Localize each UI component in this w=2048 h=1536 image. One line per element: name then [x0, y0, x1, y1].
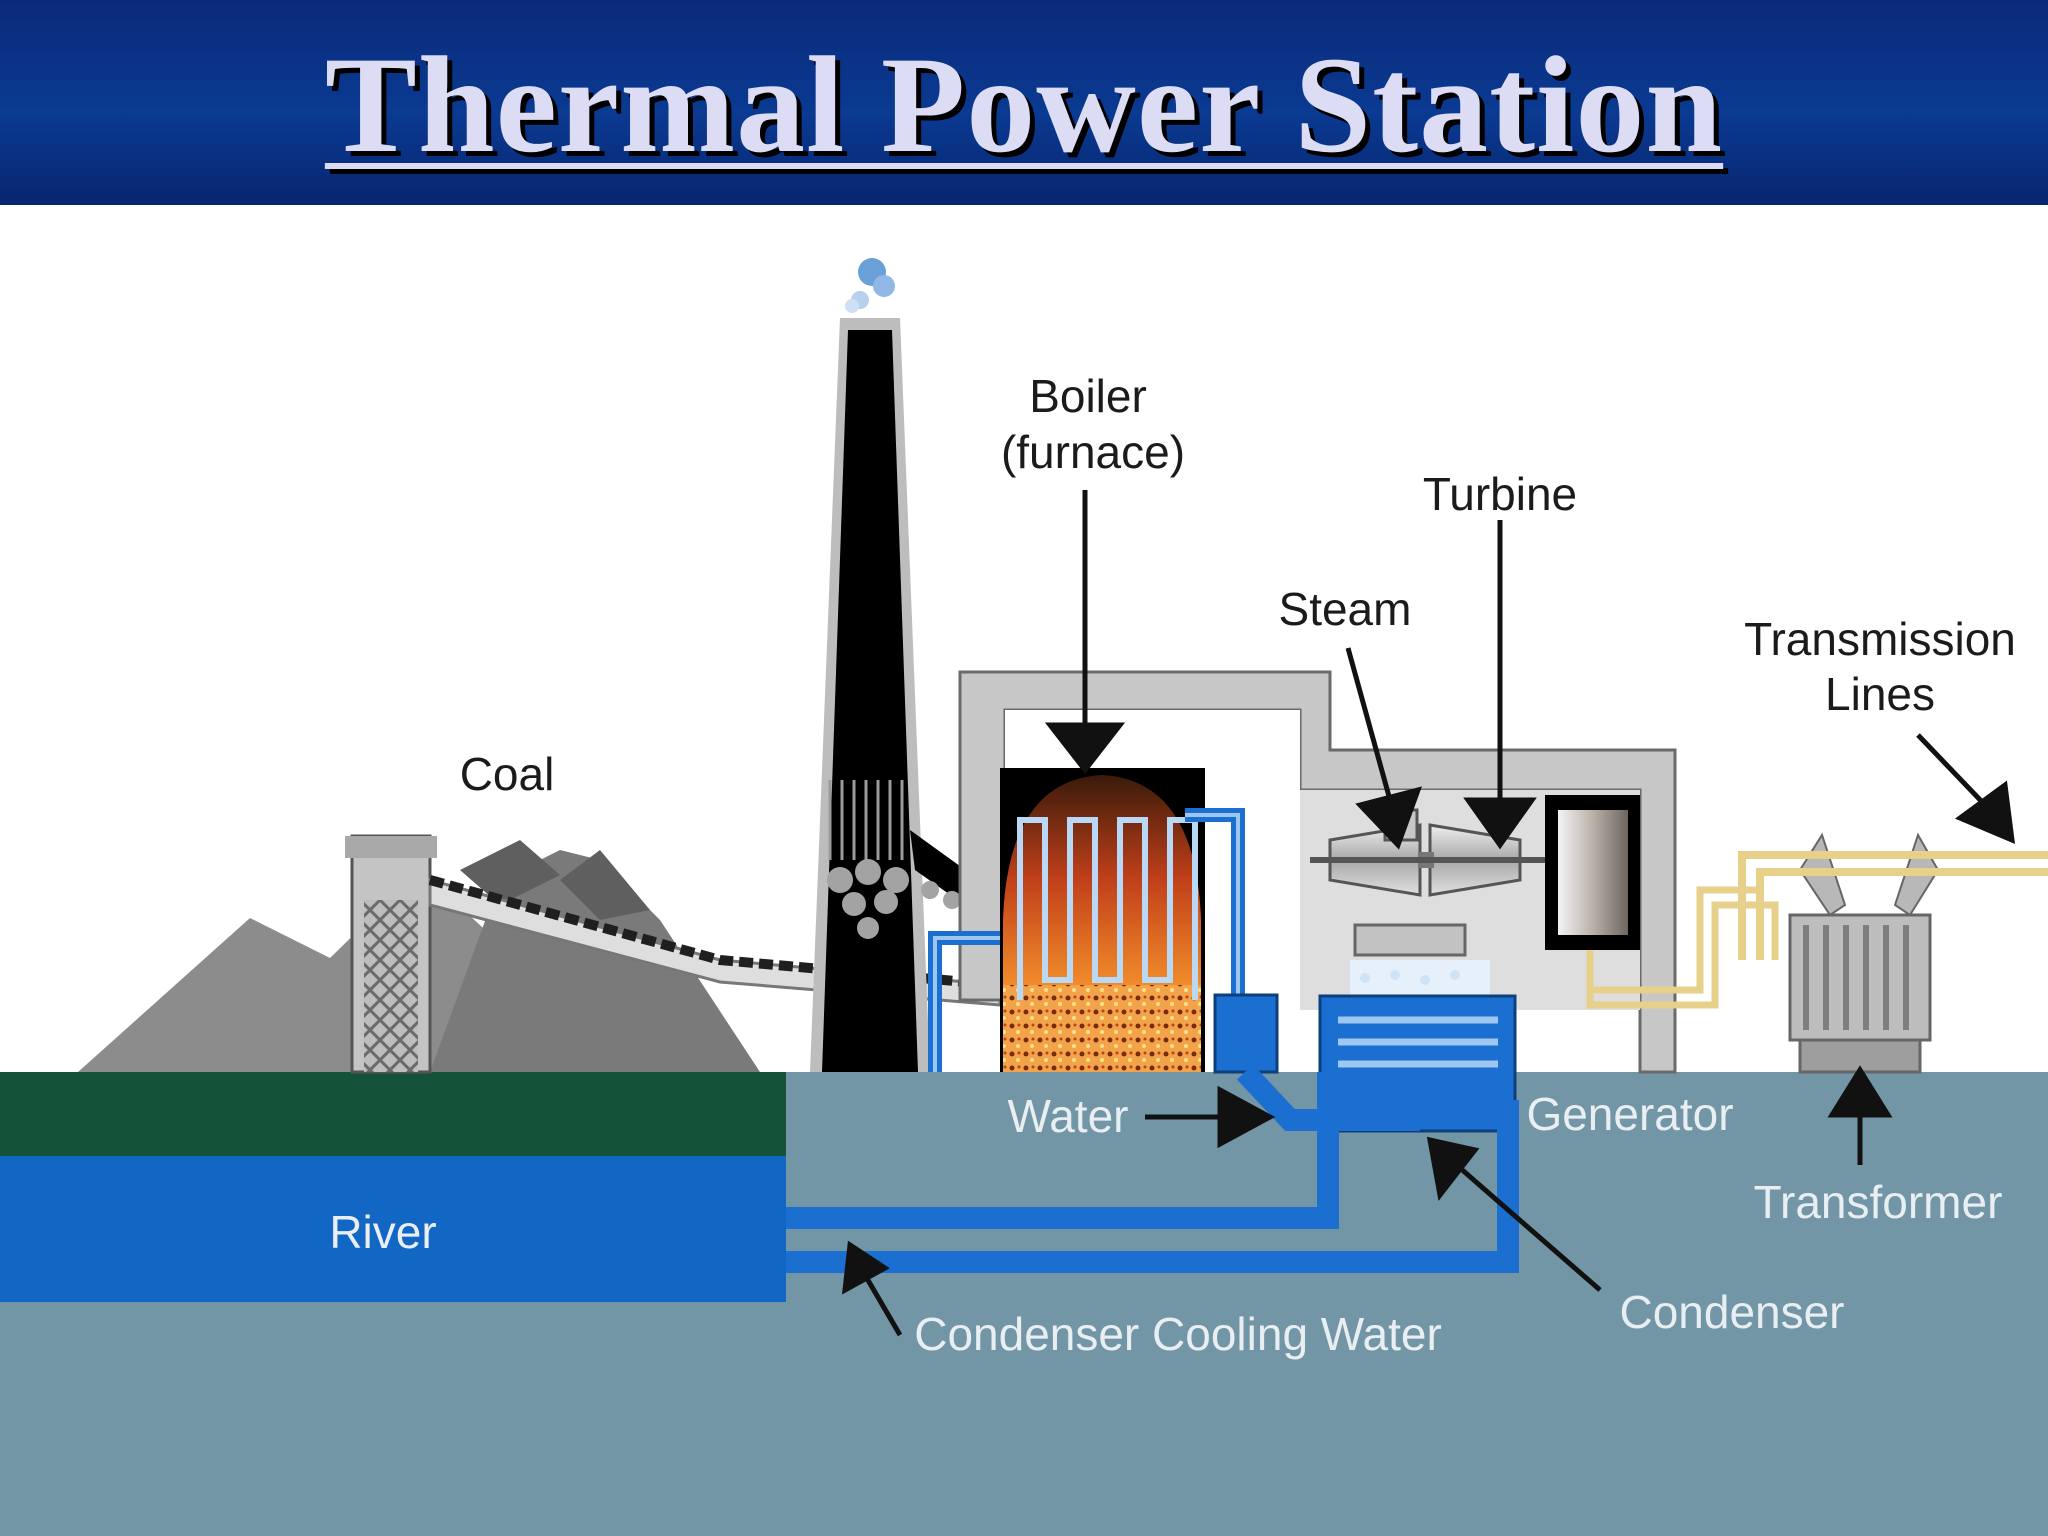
generator-label: Generator — [1526, 1088, 1733, 1140]
feed-pump — [1213, 993, 1279, 1074]
river-label: River — [329, 1206, 436, 1258]
boiler-label: Boiler — [1029, 370, 1147, 422]
grass-strip — [0, 1072, 786, 1156]
transmission-label: Transmission — [1744, 613, 2016, 665]
coal-hopper — [345, 834, 437, 1074]
transmission-sublabel: Lines — [1825, 668, 1935, 720]
coal-label: Coal — [460, 748, 555, 800]
transformer-label: Transformer — [1754, 1176, 2003, 1228]
river — [0, 1156, 786, 1302]
cooling-water-pipes — [786, 1064, 1519, 1273]
steam-label: Steam — [1279, 583, 1412, 635]
title-bar: Thermal Power Station — [0, 0, 2048, 205]
transmission-lines — [1738, 851, 2048, 960]
smoke-puff — [845, 258, 895, 313]
generator — [1545, 795, 1640, 950]
leader-arrows — [841, 490, 2016, 1337]
boiler-furnace — [1000, 768, 1205, 1072]
boiler-sublabel: (furnace) — [1001, 426, 1185, 478]
water-label: Water — [1008, 1090, 1129, 1142]
boiler-water-pipes — [928, 808, 1245, 1072]
page-title: Thermal Power Station — [324, 28, 1724, 181]
condenser — [1318, 923, 1517, 1133]
condenser-label: Condenser — [1619, 1286, 1844, 1338]
chimney — [810, 318, 1000, 1072]
turbine-label: Turbine — [1423, 468, 1577, 520]
condenser-cooling-water-label: Condenser Cooling Water — [914, 1308, 1442, 1360]
